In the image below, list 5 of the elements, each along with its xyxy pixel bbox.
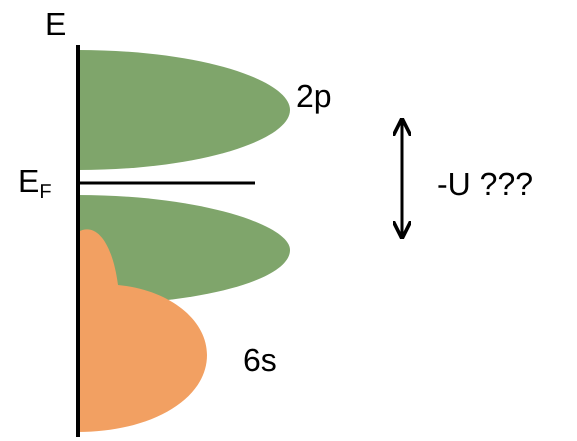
fermi-level-label: E$_{F}$ [18,165,52,202]
band-label: 2p [296,80,332,112]
band-label: 6s [243,344,277,376]
axis-label: E [45,8,66,40]
energy-shift-label: -U ??? [437,168,534,200]
